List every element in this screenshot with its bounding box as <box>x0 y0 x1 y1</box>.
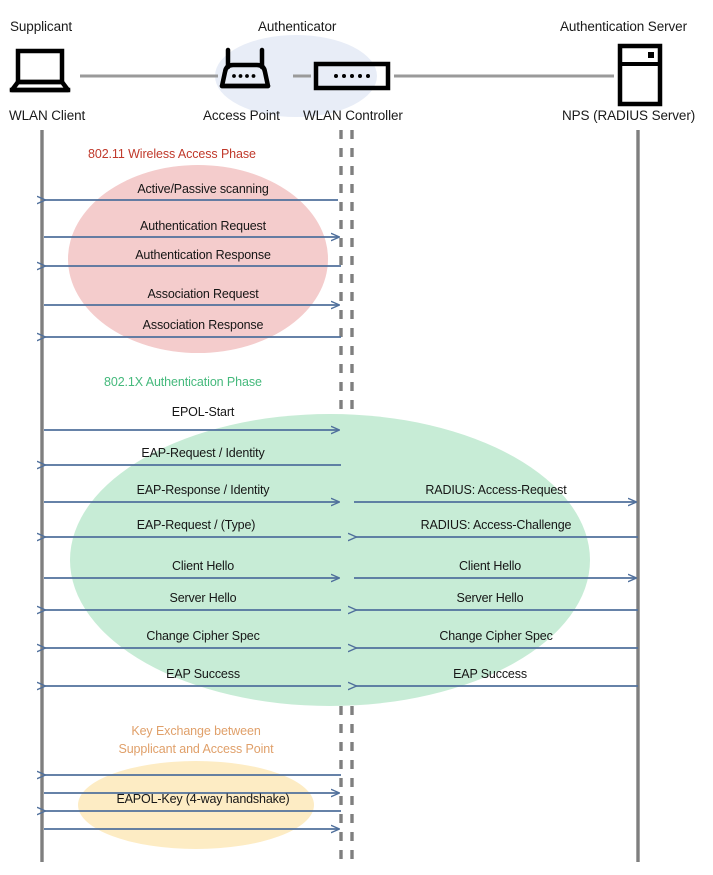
phase-title-keyexchange: Key Exchange between Supplicant and Acce… <box>76 722 316 758</box>
message-label-authentication-request: Authentication Request <box>140 219 266 233</box>
message-label-epol-start: EPOL-Start <box>171 405 235 419</box>
message-label-change-cipher-spec-right: Change Cipher Spec <box>439 629 553 643</box>
arrow-group-right <box>354 502 638 686</box>
message-label-eap-success-left: EAP Success <box>166 667 240 681</box>
message-label-client-hello-right: Client Hello <box>458 559 522 573</box>
message-label-radius-access-request: RADIUS: Access-Request <box>425 483 567 497</box>
arrow-group-left <box>44 200 341 829</box>
phase-title-keyexchange-line2: Supplicant and Access Point <box>118 742 274 757</box>
phase-ellipse-keyexchange <box>78 761 314 849</box>
phase-title-8021x: 802.1X Authentication Phase <box>104 375 262 389</box>
message-label-radius-access-challenge: RADIUS: Access-Challenge <box>420 518 572 532</box>
device-label-wlan-controller: WLAN Controller <box>303 108 403 123</box>
message-label-server-hello-left: Server Hello <box>169 591 237 605</box>
message-label-client-hello-left: Client Hello <box>171 559 235 573</box>
laptop-icon <box>9 48 71 93</box>
role-label-authenticator: Authenticator <box>258 19 337 34</box>
message-label-server-hello-right: Server Hello <box>456 591 524 605</box>
access-point-icon <box>219 47 271 89</box>
phase-ellipse-8021x <box>70 414 590 706</box>
message-label-change-cipher-spec-left: Change Cipher Spec <box>146 629 260 643</box>
role-label-authentication-server: Authentication Server <box>560 19 687 34</box>
role-label-supplicant: Supplicant <box>10 19 73 34</box>
wlan-controller-icon <box>313 61 391 91</box>
phase-title-80211: 802.11 Wireless Access Phase <box>88 147 256 161</box>
message-label-authentication-response: Authentication Response <box>135 248 271 262</box>
message-label-active-passive-scanning: Active/Passive scanning <box>137 182 269 196</box>
phase-title-keyexchange-line1: Key Exchange between <box>131 724 261 738</box>
message-label-eap-request-identity: EAP-Request / Identity <box>141 446 265 460</box>
phase-ellipse-80211 <box>68 165 328 353</box>
message-label-eap-success-right: EAP Success <box>453 667 527 681</box>
message-label-association-request: Association Request <box>147 287 259 301</box>
server-icon <box>617 43 663 107</box>
message-label-association-response: Association Response <box>142 318 264 332</box>
message-label-eap-response-identity: EAP-Response / Identity <box>136 483 270 497</box>
message-label-eap-request-type: EAP-Request / (Type) <box>136 518 256 532</box>
device-label-wlan-client: WLAN Client <box>9 108 86 123</box>
message-label-eapol-key-handshake: EAPOL-Key (4-way handshake) <box>116 792 290 806</box>
device-label-nps-radius-server: NPS (RADIUS Server) <box>562 108 696 123</box>
device-label-access-point: Access Point <box>203 108 280 123</box>
